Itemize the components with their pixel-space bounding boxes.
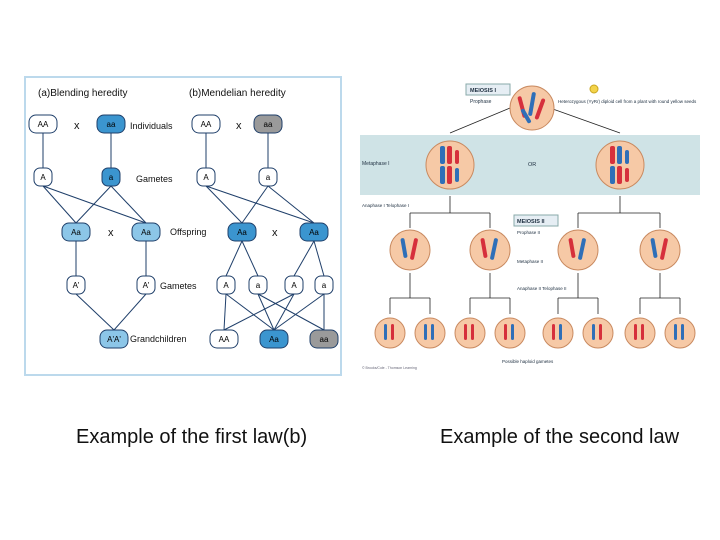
row-label-offspring: Offspring	[170, 227, 206, 237]
anaphase2-label: Anaphase II Telophase II	[517, 286, 566, 291]
mendelian-offspring	[227, 222, 257, 242]
prophase1-cell	[509, 85, 555, 131]
prophase2-cell	[639, 229, 681, 271]
gamete-cell	[414, 317, 446, 349]
row-label-grandchildren: Grandchildren	[130, 334, 187, 344]
genotype-label: Aa	[309, 228, 319, 237]
cross-symbol: x	[272, 227, 278, 239]
cross-symbol: x	[74, 120, 80, 132]
prophase2-label: Prophase II	[517, 230, 540, 235]
prophase2-cell	[469, 229, 511, 271]
gamete-cell	[454, 317, 486, 349]
allele-label: A	[203, 173, 209, 182]
caption-first-law: Example of the first law(b)	[76, 426, 308, 448]
blending-gamete-2	[136, 275, 156, 295]
genotype-label: Aa	[141, 228, 151, 237]
allele-label: A'	[73, 281, 80, 290]
gamete-cell	[624, 317, 656, 349]
genotype-label: Aa	[71, 228, 81, 237]
metaphase1-cell-right	[595, 140, 645, 190]
heredity-diagram-panel: (a)Blending heredity (b)Mendelian heredi…	[24, 76, 342, 376]
pollen-icon	[589, 84, 599, 94]
gamete-cell	[494, 317, 526, 349]
mendelian-gamete-2	[248, 275, 268, 295]
heading-blending: (a)Blending heredity	[38, 88, 128, 99]
heredity-diagram: (a)Blending heredity (b)Mendelian heredi…	[28, 88, 339, 349]
cross-symbol: x	[108, 227, 114, 239]
blending-parent-AA	[28, 114, 58, 134]
allele-label: a	[266, 173, 271, 182]
meiosis2-label: MEIOSIS II	[517, 219, 545, 225]
genotype-label: aa	[264, 120, 273, 129]
mendelian-grandchild	[259, 329, 289, 349]
blending-gamete-a	[101, 167, 121, 187]
row-label-gametes: Gametes	[136, 174, 173, 184]
mendelian-gamete-A	[196, 167, 216, 187]
or-label: OR	[528, 162, 536, 168]
allele-label: A	[223, 281, 229, 290]
mendelian-gamete-a	[258, 167, 278, 187]
prophase1-label: Prophase	[470, 99, 492, 105]
metaphase1-label: Metaphase I	[362, 161, 390, 167]
genotype-label: A'A'	[107, 335, 121, 344]
genotype-label: aa	[320, 335, 329, 344]
gametes-label: Possible haploid gametes	[502, 359, 554, 364]
cell-note-text: Heterozygous (YyRr) diploid cell from a …	[558, 99, 697, 104]
allele-label: A	[291, 281, 297, 290]
gamete-cell	[542, 317, 574, 349]
blending-grandchild	[99, 329, 129, 349]
allele-label: a	[109, 173, 114, 182]
mendelian-gamete-2	[216, 275, 236, 295]
gamete-cell	[374, 317, 406, 349]
meiosis1-badge	[465, 83, 511, 96]
blending-gamete-2	[66, 275, 86, 295]
row-label-gametes-2: Gametes	[160, 281, 197, 291]
metaphase2-label: Metaphase II	[517, 259, 543, 264]
cross-symbol: x	[236, 120, 242, 132]
row-label-individuals: Individuals	[130, 121, 173, 131]
blending-offspring	[131, 222, 161, 242]
heading-mendelian: (b)Mendelian heredity	[189, 88, 286, 99]
genotype-label: Aa	[269, 335, 279, 344]
blending-gamete-A	[33, 167, 53, 187]
anaphase1-label: Anaphase I Telophase I	[362, 203, 409, 208]
mendelian-parent-AA	[191, 114, 221, 134]
mendelian-gamete-2	[284, 275, 304, 295]
metaphase1-cell-left	[425, 140, 475, 190]
mendelian-offspring	[299, 222, 329, 242]
mendelian-gamete-2	[314, 275, 334, 295]
allele-label: a	[322, 281, 327, 290]
meiosis-arrows	[389, 107, 681, 314]
meiosis-diagram: MEIOSIS I Prophase Heterozygous (YyRr) d…	[360, 83, 700, 370]
caption-second-law: Example of the second law	[440, 426, 680, 448]
gamete-cell	[664, 317, 696, 349]
mendelian-grandchild	[209, 329, 239, 349]
genotype-label: Aa	[237, 228, 247, 237]
meiosis2-badge	[513, 214, 559, 227]
prophase2-cell	[389, 229, 431, 271]
blending-parent-aa	[96, 114, 126, 134]
genotype-label: AA	[38, 120, 49, 129]
allele-label: A'	[143, 281, 150, 290]
allele-label: a	[256, 281, 261, 290]
blending-offspring	[61, 222, 91, 242]
genotype-label: AA	[201, 120, 212, 129]
allele-label: A	[40, 173, 46, 182]
copyright: © Brooks/Cole - Thomson Learning	[362, 366, 417, 370]
genotype-label: aa	[107, 120, 116, 129]
meiosis-diagram-panel: MEIOSIS I Prophase Heterozygous (YyRr) d…	[360, 78, 700, 378]
connector-lines	[42, 133, 325, 331]
prophase2-cell	[557, 229, 599, 271]
cell-note: Heterozygous (YyRr) diploid cell from a …	[558, 99, 697, 104]
mendelian-grandchild	[309, 329, 339, 349]
meiosis1-label: MEIOSIS I	[470, 88, 496, 94]
mendelian-parent-aa	[253, 114, 283, 134]
gamete-cell	[582, 317, 614, 349]
genotype-label: AA	[219, 335, 230, 344]
